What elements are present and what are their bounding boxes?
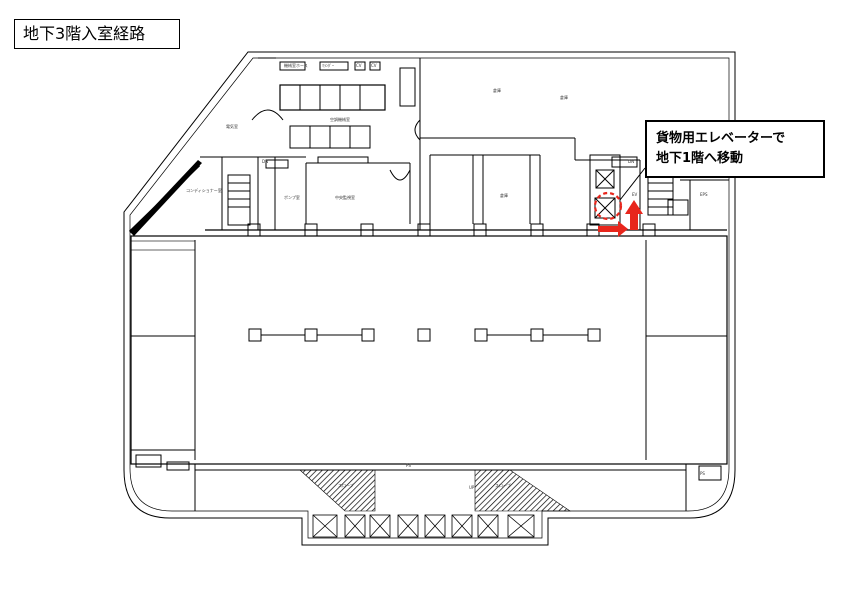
dashed-circle-highlight <box>593 191 623 221</box>
label-top-small-b: ﾏﾗﾝﾀﾞｰ <box>322 62 334 68</box>
callout-line-2: 地下1階へ移動 <box>656 151 744 166</box>
label-dn-a: DN <box>262 159 268 164</box>
label-right-small: EPS <box>700 192 708 197</box>
column <box>361 328 375 342</box>
label-right-upper-a: 倉庫 <box>493 87 501 93</box>
red-up-arrow-icon <box>625 200 643 230</box>
label-pump-room: ポンプ室 <box>284 194 300 200</box>
label-top-small-d: CV <box>371 63 377 68</box>
label-conditioner: コンディショナー室 <box>186 187 222 193</box>
column <box>304 328 318 342</box>
column <box>417 328 431 342</box>
label-dn-b: DN <box>628 159 634 164</box>
column <box>530 328 544 342</box>
label-left-room: 電気室 <box>226 123 238 129</box>
callout-line-1: 貨物用エレベーターで <box>656 131 786 146</box>
red-right-arrow-icon <box>598 221 628 237</box>
column <box>587 328 601 342</box>
ramp-left <box>299 469 376 512</box>
label-ps-small: PS <box>406 463 411 468</box>
label-center-machine: 中央監視室 <box>335 194 355 200</box>
main-hall <box>130 235 728 465</box>
label-middle-room: 倉庫 <box>500 192 508 198</box>
label-ev-hall: EV <box>632 192 638 197</box>
route-callout: 貨物用エレベーターで 地下1階へ移動 <box>645 120 825 178</box>
column <box>474 328 488 342</box>
label-up: UP <box>469 485 475 490</box>
label-right-upper-b: 倉庫 <box>560 94 568 100</box>
label-top-small-a: 機械室ホース <box>284 62 308 68</box>
hatched-wall <box>130 160 202 236</box>
column <box>248 328 262 342</box>
outer-wall <box>123 51 736 546</box>
label-top-small-c: CV <box>356 63 362 68</box>
outer-wall-inner <box>129 57 730 539</box>
ramp-right <box>474 469 571 512</box>
label-ramp-left: スロープ <box>338 482 354 488</box>
page-title: 地下3階入室経路 <box>14 19 180 49</box>
label-machine-room: 空調機械室 <box>330 116 350 122</box>
label-ramp-right: スロープ <box>495 482 511 488</box>
callout-leader-line <box>619 167 646 201</box>
label-right-mid: PS <box>700 471 705 476</box>
